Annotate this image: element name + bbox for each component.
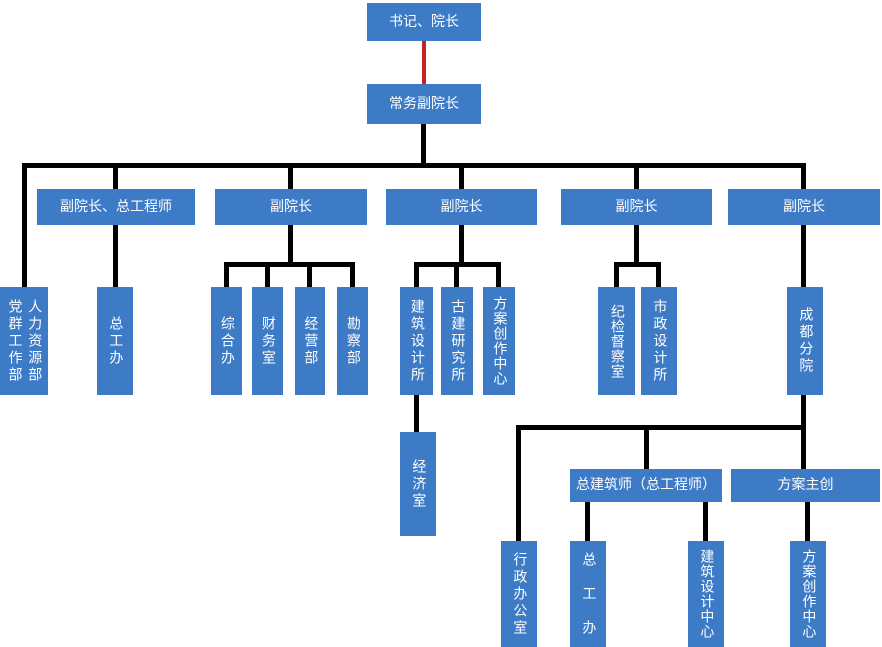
connector-vp4-bus [614, 262, 661, 267]
node-arch-design-institute: 建筑设计所 [400, 287, 433, 395]
connector-evp-stem [421, 124, 426, 165]
connector-drop-chief-architect [644, 430, 649, 469]
connector-drop-finance-office [265, 262, 270, 287]
node-evp: 常务副院长 [367, 84, 481, 124]
connector-drop-scheme-center-1 [496, 262, 501, 287]
node-vp1: 副院长、总工程师 [37, 189, 195, 225]
node-chief-eng-office-2-label: 总 工 办 [580, 551, 597, 637]
connector-drop-discipline-office [614, 262, 619, 287]
node-hr-label: 人力资源部 [26, 298, 43, 384]
node-municipal-institute: 市政设计所 [641, 287, 677, 395]
node-chengdu-branch: 成都分院 [787, 287, 823, 395]
connector-chengdu-stem [801, 395, 806, 428]
node-survey-dept-label: 勘察部 [344, 315, 361, 367]
node-chief-architect: 总建筑师（总工程师） [570, 469, 722, 502]
node-vp4: 副院长 [561, 189, 712, 225]
connector-drop-survey-dept [350, 262, 355, 287]
connector-drop-general-office [224, 262, 229, 287]
node-vp3: 副院长 [386, 189, 537, 225]
node-economy-office: 经济室 [400, 432, 436, 536]
node-municipal-institute-label: 市政设计所 [651, 298, 668, 384]
node-vp2: 副院长 [215, 189, 367, 225]
node-ancient-arch-institute: 古建研究所 [441, 287, 473, 395]
node-general-office-label: 综合办 [218, 315, 235, 367]
connector-drop-vp2 [288, 168, 293, 189]
node-vp2-label: 副院长 [270, 198, 312, 215]
connector-vp1-chief-eng-office [113, 225, 118, 287]
connector-vp4-stem [634, 225, 639, 263]
connector-drop-party-hr [22, 163, 27, 287]
node-finance-office: 财务室 [252, 287, 283, 395]
node-scheme-center-2: 方案创作中心 [790, 541, 826, 647]
connector-drop-scheme-lead [801, 430, 806, 469]
connector-vp2-bus [224, 262, 355, 267]
node-chief-eng-office-label: 总工办 [107, 315, 124, 367]
node-chengdu-branch-label: 成都分院 [797, 307, 814, 375]
node-vp5: 副院长 [728, 189, 880, 225]
node-business-dept: 经营部 [295, 287, 325, 395]
node-economy-office-label: 经济室 [410, 458, 427, 510]
node-vp3-label: 副院长 [440, 198, 483, 215]
node-admin-office: 行政办公室 [501, 541, 537, 647]
connector-drop-municipal-institute [656, 262, 661, 287]
node-admin-office-label: 行政办公室 [511, 551, 528, 637]
node-scheme-lead: 方案主创 [731, 469, 880, 502]
node-scheme-center-1: 方案创作中心 [483, 287, 515, 395]
connector-root-evp [422, 41, 426, 84]
node-root-label: 书记、院长 [389, 13, 459, 30]
node-chief-eng-office-2: 总 工 办 [570, 541, 606, 647]
node-arch-design-center: 建筑设计中心 [688, 541, 724, 647]
connector-drop-scheme-center-2 [805, 502, 810, 541]
connector-drop-chief-eng-office-2 [585, 502, 590, 541]
connector-chengdu-bus [516, 425, 806, 430]
connector-drop-business-dept [307, 262, 312, 287]
node-vp4-label: 副院长 [615, 198, 658, 215]
node-root: 书记、院长 [367, 3, 481, 41]
node-arch-design-institute-label: 建筑设计所 [408, 298, 425, 384]
connector-drop-vp4 [634, 168, 639, 189]
connector-drop-vp5 [801, 168, 806, 189]
connector-vp5-chengdu-branch [801, 225, 806, 287]
connector-main-bus [22, 163, 806, 168]
node-business-dept-label: 经营部 [302, 315, 319, 367]
node-arch-design-center-label: 建筑设计中心 [698, 549, 715, 639]
connector-vp2-stem [288, 225, 293, 263]
connector-drop-arch-design-center [703, 502, 708, 541]
connector-arch-institute-economy-office [414, 395, 419, 432]
node-ancient-arch-institute-label: 古建研究所 [449, 298, 466, 384]
node-scheme-lead-label: 方案主创 [777, 477, 834, 494]
node-vp1-label: 副院长、总工程师 [60, 198, 172, 215]
node-chief-architect-label: 总建筑师（总工程师） [576, 477, 716, 494]
node-finance-office-label: 财务室 [259, 315, 276, 367]
node-party-masses-label: 党群工作部 [6, 298, 23, 384]
connector-drop-admin-office [516, 425, 521, 541]
node-discipline-office-label: 纪检督察室 [608, 303, 625, 379]
node-vp5-label: 副院长 [783, 198, 825, 215]
node-party-masses-hr: 党群工作部 人力资源部 [0, 287, 48, 395]
node-scheme-center-2-label: 方案创作中心 [800, 549, 817, 639]
node-evp-label: 常务副院长 [389, 95, 459, 112]
connector-drop-arch-design-institute [414, 262, 419, 287]
node-discipline-office: 纪检督察室 [598, 287, 635, 395]
node-general-office: 综合办 [211, 287, 242, 395]
connector-vp3-stem [459, 225, 464, 263]
node-survey-dept: 勘察部 [337, 287, 368, 395]
connector-drop-ancient-arch-institute [454, 262, 459, 287]
node-scheme-center-1-label: 方案创作中心 [491, 296, 508, 386]
connector-drop-vp1 [113, 168, 118, 189]
node-chief-eng-office: 总工办 [97, 287, 133, 395]
connector-drop-vp3 [459, 168, 464, 189]
